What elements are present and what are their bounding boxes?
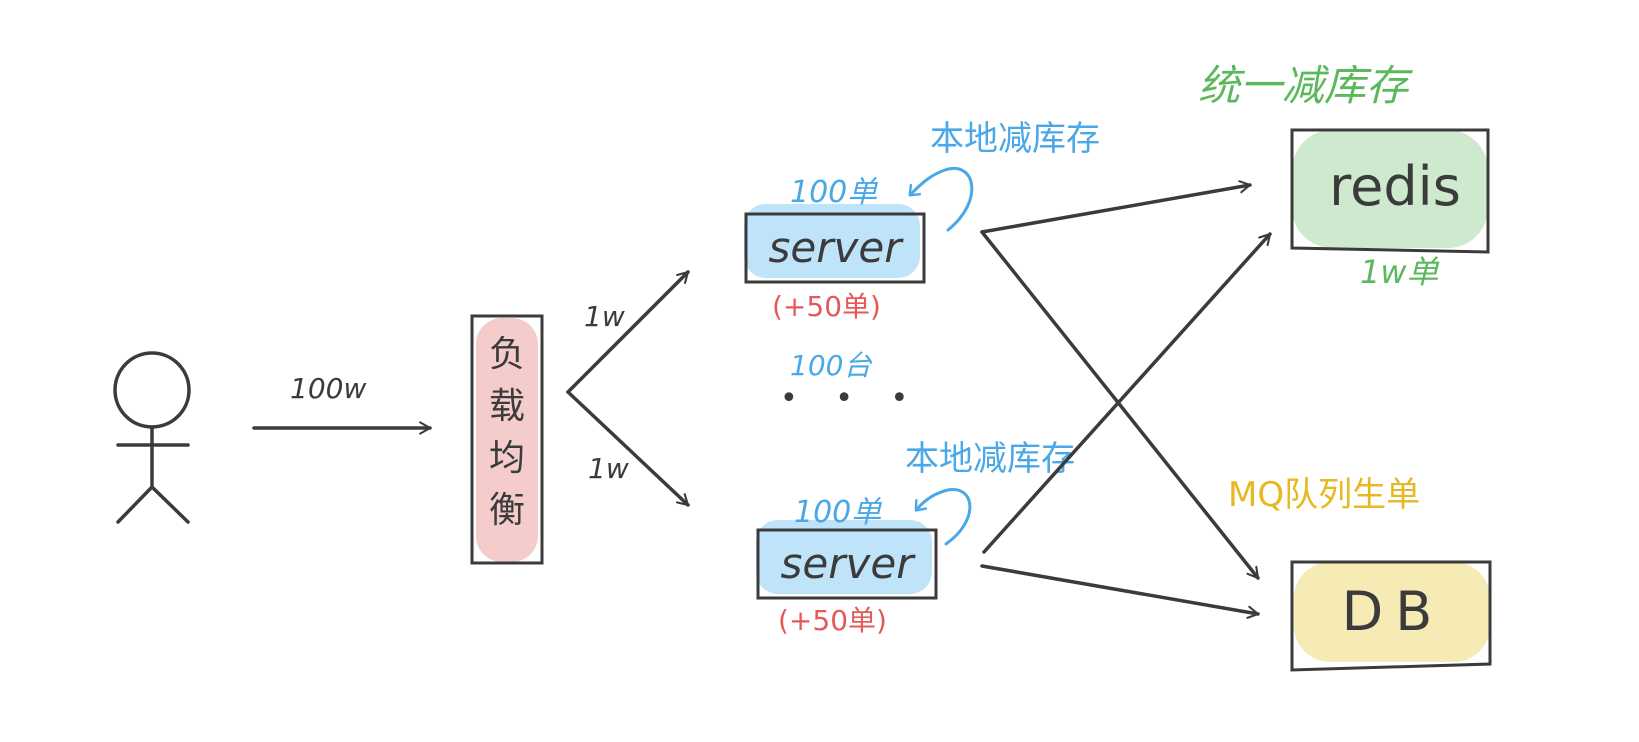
server-top-note-arrow bbox=[908, 166, 974, 232]
load-balancer: 负 载 均 衡 bbox=[470, 314, 544, 565]
server-bottom-stock: 100单 bbox=[794, 495, 882, 530]
db-label: DB bbox=[1342, 580, 1445, 643]
servers-count-label: 100台 bbox=[790, 349, 872, 382]
lb-to-server-bottom-label: 1w bbox=[588, 452, 629, 485]
stick-figure-user-icon bbox=[113, 351, 191, 524]
load-balancer-char-4: 衡 bbox=[489, 490, 525, 531]
lb-to-server-top-arrow bbox=[566, 270, 690, 394]
server-top-label: server bbox=[769, 223, 905, 272]
server-bottom-to-db-arrow bbox=[980, 564, 1260, 619]
lb-to-server-top-label: 1w bbox=[584, 300, 625, 333]
redis-node: redis 统一减库存 1w单 bbox=[1198, 61, 1490, 291]
server-bottom-note: 本地减库存 bbox=[905, 439, 1075, 479]
server-top-to-db-arrow bbox=[980, 230, 1260, 580]
redis-stock: 1w单 bbox=[1360, 253, 1440, 291]
redis-label: redis bbox=[1329, 155, 1461, 218]
servers-ellipsis-dots: • • • bbox=[780, 381, 922, 416]
load-balancer-char-3: 均 bbox=[489, 438, 525, 479]
server-bottom-label: server bbox=[781, 539, 917, 588]
server-bottom-buffer: (+50单) bbox=[778, 604, 887, 637]
server-top-buffer: (+50单) bbox=[772, 290, 881, 323]
server-bottom-to-redis-arrow bbox=[982, 232, 1272, 554]
server-top-note: 本地减库存 bbox=[930, 119, 1100, 159]
user-to-lb-label: 100w bbox=[290, 372, 366, 405]
db-node: DB MQ队列生单 bbox=[1228, 475, 1492, 672]
load-balancer-char-2: 载 bbox=[489, 386, 525, 427]
server-bottom-note-arrow bbox=[914, 488, 972, 546]
redis-title: 统一减库存 bbox=[1198, 61, 1413, 110]
server-top: server 100单 (+50单) 本地减库存 bbox=[744, 119, 1100, 323]
server-top-stock: 100单 bbox=[790, 175, 878, 210]
server-bottom: server 100单 (+50单) 本地减库存 bbox=[756, 439, 1075, 637]
lb-to-server-bottom-arrow bbox=[566, 390, 690, 507]
server-top-to-redis-arrow bbox=[980, 180, 1252, 234]
db-title: MQ队列生单 bbox=[1228, 475, 1420, 515]
load-balancer-char-1: 负 bbox=[489, 334, 525, 375]
